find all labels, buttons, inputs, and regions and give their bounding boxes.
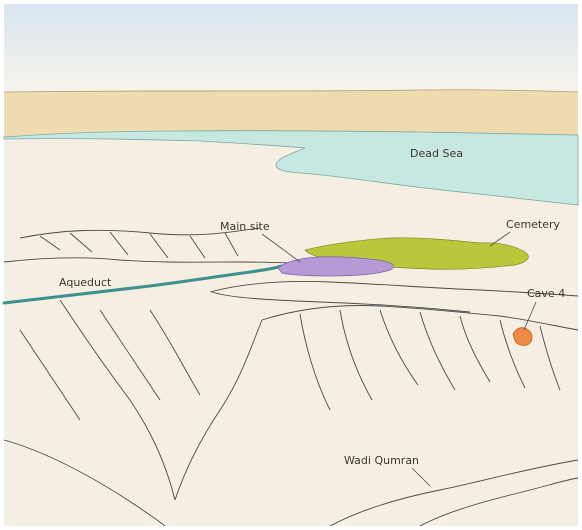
wadi-channel-2 — [329, 459, 579, 527]
gully-5 — [459, 315, 491, 383]
left-slope-3 — [149, 309, 201, 396]
dead-sea — [3, 130, 579, 206]
gully-6 — [499, 319, 526, 389]
wadi-channel — [3, 439, 166, 527]
cave-4-marker — [512, 327, 533, 346]
label-wadi-qumran: Wadi Qumran — [344, 454, 420, 467]
leader-lines — [261, 231, 537, 487]
terrain — [4, 138, 578, 526]
gully-7 — [539, 325, 561, 391]
ridge-lines — [3, 227, 579, 527]
left-slope-2 — [99, 309, 161, 401]
leader-cave-4 — [523, 301, 537, 331]
wadi-channel-3 — [419, 477, 579, 527]
ridge-hatch-5 — [189, 235, 206, 259]
far-shore-ridge — [3, 89, 579, 93]
ridge-hatch-3 — [109, 231, 129, 256]
label-cave-4: Cave 4 — [527, 287, 566, 300]
label-aqueduct: Aqueduct — [59, 276, 112, 289]
ridge-hatch-6 — [224, 232, 239, 257]
terrace-shelf-lower — [211, 291, 471, 313]
leader-cemetery — [489, 231, 511, 247]
leader-main-site — [261, 233, 301, 263]
label-dead-sea: Dead Sea — [410, 147, 463, 160]
upper-ridge-line — [19, 227, 261, 239]
ridge-hatch-1 — [39, 235, 61, 251]
aqueduct-channel — [2, 264, 284, 305]
ridge-hatch-2 — [69, 232, 93, 253]
label-cemetery: Cemetery — [506, 218, 561, 231]
leader-wadi — [411, 467, 431, 487]
terrace-shelf — [209, 281, 579, 297]
cliff-top — [261, 305, 579, 331]
main-site-area — [277, 256, 394, 277]
left-slope-4 — [19, 329, 81, 421]
gully-4 — [419, 311, 456, 391]
label-main-site: Main site — [220, 220, 270, 233]
gully-3 — [379, 309, 419, 386]
gully-2 — [339, 309, 373, 401]
cliff-face-left — [174, 319, 263, 501]
gully-1 — [299, 313, 331, 411]
sky — [4, 4, 578, 96]
ridge-hatch-4 — [149, 233, 169, 259]
left-slope-1 — [59, 299, 176, 501]
